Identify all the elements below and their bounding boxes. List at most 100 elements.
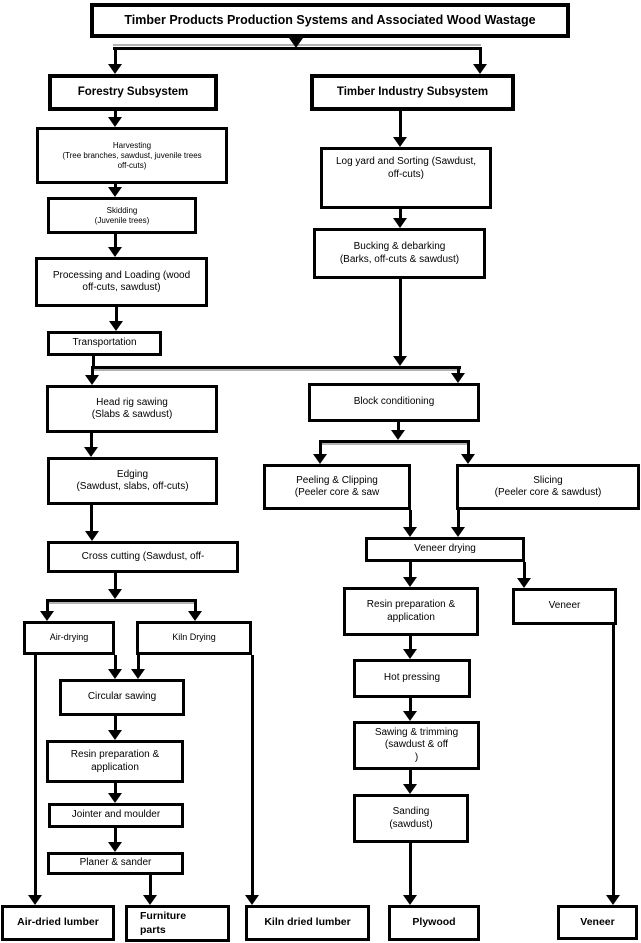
arrowhead-into-forestry <box>108 64 122 74</box>
line-shadow-junction3 <box>46 602 197 604</box>
arrowhead-into-kilndrying <box>188 611 202 621</box>
arrowhead-into-peeling <box>313 454 327 464</box>
arrowhead-into-veneer-mid <box>517 578 531 588</box>
connector-veneerdrying-resin <box>409 562 412 578</box>
line-shadow-junction2 <box>319 443 470 445</box>
arrowhead-into-sawing <box>403 711 417 721</box>
connector-planer-furniture <box>149 875 152 896</box>
arrowhead-title-split <box>289 38 303 48</box>
arrowhead-into-plywood <box>403 895 417 905</box>
arrowhead-into-headrig <box>85 375 99 385</box>
connector-peeling-veneerdrying <box>409 510 412 528</box>
connector-junction1 <box>91 366 461 369</box>
node-timber-industry-subsystem: Timber Industry Subsystem <box>310 74 515 111</box>
node-kiln-dried-lumber: Kiln dried lumber <box>245 905 370 941</box>
arrowhead-into-kilndried-lumber <box>245 895 259 905</box>
connector-junction2 <box>319 440 470 443</box>
node-bucking-debarking: Bucking & debarking (Barks, off-cuts & s… <box>313 228 486 279</box>
node-hot-pressing: Hot pressing <box>353 659 471 698</box>
connector-sanding-plywood <box>409 843 412 896</box>
node-sanding: Sanding (sawdust) <box>353 794 469 843</box>
node-air-drying: Air-drying <box>23 621 115 655</box>
connector-resin-hotpressing <box>409 636 412 650</box>
arrowhead-into-airdried-lumber <box>28 895 42 905</box>
connector-crosscut-junction3 <box>114 573 117 591</box>
arrowhead-slicing-into-veneerdrying <box>451 527 465 537</box>
arrowhead-into-processing <box>108 247 122 257</box>
arrowhead-into-slicing <box>461 454 475 464</box>
arrowhead-into-resin-left <box>108 730 122 740</box>
connector-jointer-planer <box>114 828 117 843</box>
arrowhead-into-junction3 <box>108 589 122 599</box>
arrowhead-into-bucking <box>393 218 407 228</box>
node-planer-sander: Planer & sander <box>47 852 184 875</box>
connector-headrig-edging <box>90 433 93 448</box>
connector-timber-logyard <box>399 110 402 139</box>
node-slicing: Slicing (Peeler core & sawdust) <box>456 464 640 510</box>
arrowhead-into-veneer-product <box>606 895 620 905</box>
connector-junction1-headrig <box>91 366 94 376</box>
node-jointer-moulder: Jointer and moulder <box>48 803 184 828</box>
node-block-conditioning: Block conditioning <box>308 383 480 422</box>
connector-edging-crosscut <box>90 505 93 532</box>
connector-junction3 <box>46 599 197 602</box>
node-skidding: Skidding (Juvenile trees) <box>47 197 197 234</box>
arrowhead-into-logyard <box>393 137 407 147</box>
connector-airdrying-circular <box>114 655 117 670</box>
node-plywood: Plywood <box>388 905 480 941</box>
node-cross-cutting: Cross cutting (Sawdust, off- <box>47 541 239 573</box>
connector-junction2-peeling <box>319 440 322 455</box>
arrowhead-peeling-into-veneerdrying <box>403 527 417 537</box>
node-resin-preparation-left: Resin preparation & application <box>46 740 184 783</box>
connector-bucking-junction1 <box>399 279 402 358</box>
arrowhead-into-junction1 <box>393 356 407 366</box>
node-harvesting: Harvesting (Tree branches, sawdust, juve… <box>36 127 228 184</box>
arrowhead-kiln-into-circular <box>131 669 145 679</box>
connector-logyard-bucking <box>399 209 402 220</box>
node-title: Timber Products Production Systems and A… <box>90 3 570 38</box>
connector-kilndrying-circular <box>137 655 140 670</box>
arrowhead-into-hotpressing <box>403 649 417 659</box>
connector-transportation-junction1 <box>92 355 95 367</box>
arrowhead-air-into-circular <box>108 669 122 679</box>
arrowhead-into-airdrying <box>40 611 54 621</box>
connector-block-junction2 <box>397 422 400 431</box>
connector-sawing-sanding <box>409 770 412 785</box>
connector-airdrying-airdriedlumber <box>34 649 37 896</box>
connector-split-to-forestry <box>114 47 117 66</box>
arrowhead-into-transportation <box>109 321 123 331</box>
arrowhead-into-jointer <box>108 793 122 803</box>
line-shadow-junction1 <box>91 369 461 371</box>
node-processing-loading: Processing and Loading (wood off-cuts, s… <box>35 257 208 307</box>
connector-junction3-kilndrying <box>194 599 197 612</box>
arrowhead-into-resin-right <box>403 577 417 587</box>
node-furniture-parts: Furniture parts <box>125 905 230 942</box>
node-peeling-clipping: Peeling & Clipping (Peeler core & saw <box>263 464 411 510</box>
node-transportation: Transportation <box>47 331 162 356</box>
connector-junction3-airdrying <box>46 599 49 612</box>
arrowhead-into-planer <box>108 842 122 852</box>
arrowhead-into-furniture <box>143 895 157 905</box>
node-veneer-drying: Veneer drying <box>365 537 525 562</box>
arrowhead-into-sanding <box>403 784 417 794</box>
connector-title-split <box>113 47 481 50</box>
node-resin-preparation-right: Resin preparation & application <box>343 587 479 636</box>
node-circular-sawing: Circular sawing <box>59 679 185 716</box>
node-edging: Edging (Sawdust, slabs, off-cuts) <box>47 457 218 505</box>
connector-slicing-veneerdrying <box>457 510 460 528</box>
node-veneer-mid: Veneer <box>512 588 617 625</box>
connector-circular-resinleft <box>114 716 117 730</box>
connector-split-to-timber-industry <box>479 47 482 66</box>
arrowhead-into-timber-industry <box>473 64 487 74</box>
arrowhead-into-crosscut <box>85 531 99 541</box>
arrowhead-into-harvesting <box>108 117 122 127</box>
connector-kilndrying-kilndriedlumber <box>251 655 254 896</box>
connector-junction2-slicing <box>467 440 470 455</box>
node-head-rig-sawing: Head rig sawing (Slabs & sawdust) <box>46 385 218 433</box>
node-veneer-product: Veneer <box>557 905 638 940</box>
node-forestry-subsystem: Forestry Subsystem <box>48 74 218 111</box>
arrowhead-into-junction2 <box>391 430 405 440</box>
connector-veneerdrying-veneer <box>523 562 526 579</box>
arrowhead-into-block <box>451 373 465 383</box>
